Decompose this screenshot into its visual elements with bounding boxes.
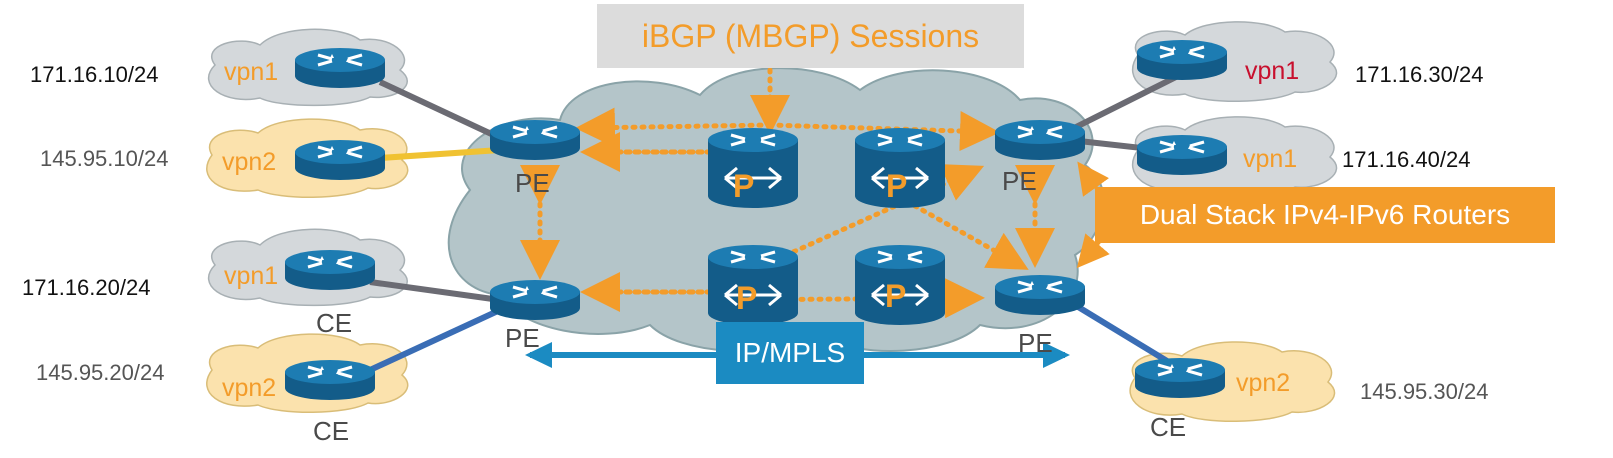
ce-label: CE bbox=[316, 308, 353, 338]
p-label: P bbox=[733, 168, 755, 204]
backbone-arrowhead-left bbox=[525, 342, 552, 368]
vpn-label: vpn2 bbox=[222, 374, 277, 402]
vpn-label: vpn2 bbox=[1236, 369, 1291, 397]
dual-stack-callout: Dual Stack IPv4-IPv6 Routers bbox=[1095, 187, 1555, 243]
backbone-arrowhead-right bbox=[1043, 342, 1070, 368]
router-icon bbox=[1135, 38, 1229, 82]
pe-label: PE bbox=[1002, 166, 1037, 196]
site-address: 145.95.20/24 bbox=[36, 360, 165, 385]
link-ce-vpn1-bl bbox=[369, 279, 501, 303]
site-address: 171.16.10/24 bbox=[30, 62, 159, 87]
pe-label: PE bbox=[1018, 328, 1053, 358]
p-label: P bbox=[736, 280, 758, 316]
router-icon bbox=[993, 118, 1087, 162]
vpn-label: vpn2 bbox=[222, 148, 277, 176]
router-icon bbox=[1135, 133, 1229, 177]
link-ce-vpn2-tl bbox=[379, 147, 501, 161]
diagram-title: iBGP (MBGP) Sessions bbox=[641, 17, 980, 54]
p-label: P bbox=[886, 168, 908, 204]
backbone-box: IP/MPLS bbox=[716, 322, 864, 384]
router-icon bbox=[293, 138, 387, 182]
router-icon bbox=[283, 248, 377, 292]
vpn-label: vpn1 bbox=[1245, 57, 1300, 85]
link-ce-vpn2-bl bbox=[368, 307, 502, 373]
title-box: iBGP (MBGP) Sessions bbox=[597, 4, 1024, 68]
router-icon bbox=[993, 273, 1087, 317]
dual-stack-label: Dual Stack IPv4-IPv6 Routers bbox=[1139, 199, 1511, 230]
ce-label: CE bbox=[1150, 412, 1187, 442]
pe-label: PE bbox=[515, 168, 550, 198]
router-icon bbox=[293, 46, 387, 90]
link-ce-vpn1-tr bbox=[1068, 72, 1182, 133]
router-icon bbox=[283, 358, 377, 402]
router-icon bbox=[488, 278, 582, 322]
site-address: 171.16.40/24 bbox=[1342, 147, 1471, 172]
vpn-label: vpn1 bbox=[224, 262, 279, 290]
router-icon bbox=[1133, 356, 1227, 400]
link-ce-vpn1-tl bbox=[378, 79, 502, 141]
site-address: 171.16.30/24 bbox=[1355, 62, 1484, 87]
p-label: P bbox=[885, 278, 907, 314]
pe-label: PE bbox=[505, 323, 540, 353]
ce-label: CE bbox=[313, 416, 350, 446]
site-address: 171.16.20/24 bbox=[22, 275, 151, 300]
site-address: 145.95.10/24 bbox=[40, 146, 169, 171]
backbone-label: IP/MPLS bbox=[734, 337, 846, 368]
router-icon bbox=[488, 118, 582, 162]
site-address: 145.95.30/24 bbox=[1360, 379, 1489, 404]
vpn-label: vpn1 bbox=[224, 58, 279, 86]
vpn-label: vpn1 bbox=[1243, 145, 1298, 173]
